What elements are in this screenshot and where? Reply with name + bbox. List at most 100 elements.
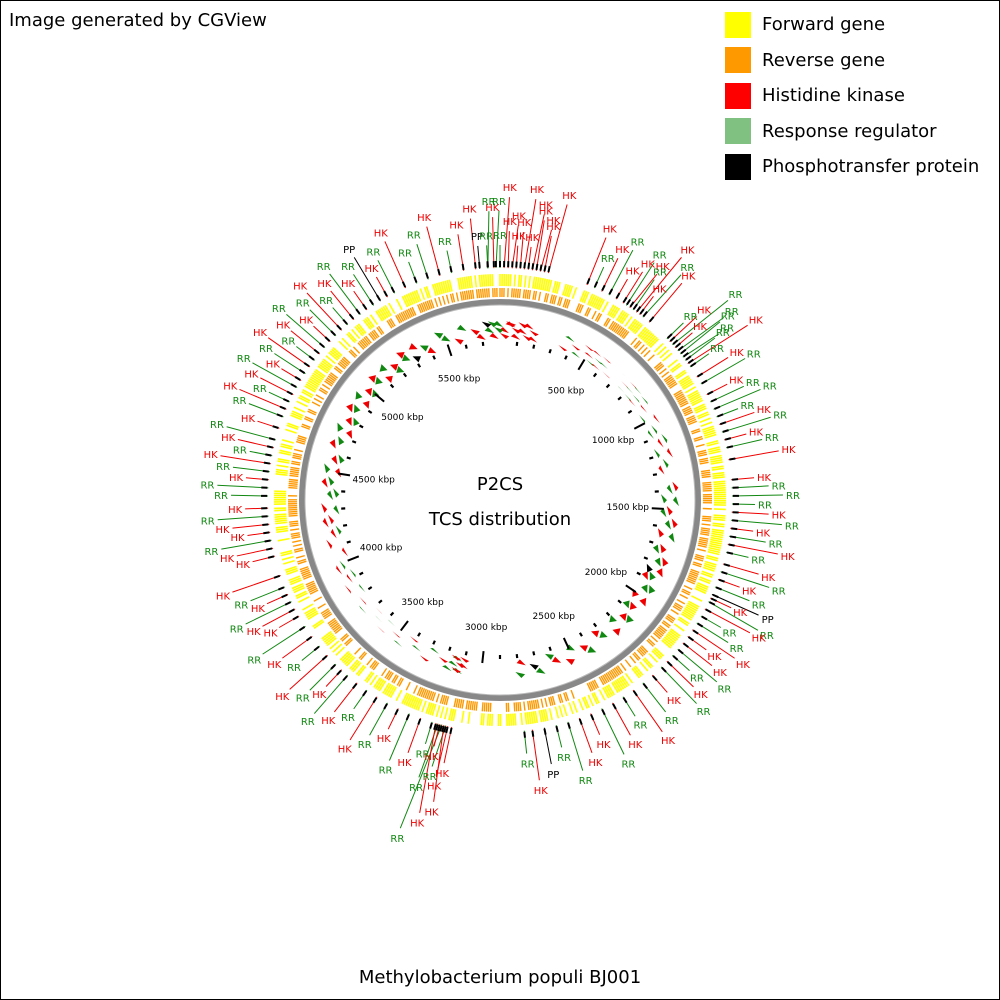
reverse-gene-mark (309, 589, 319, 595)
forward-gene-mark (285, 567, 298, 574)
tcs-marker (262, 469, 269, 473)
forward-gene-mark (634, 665, 644, 676)
tcs-marker (626, 299, 632, 306)
tcs-marker (690, 362, 697, 368)
scale-tick-minor (464, 344, 468, 349)
forward-gene-mark (362, 319, 372, 330)
tcs-marker (324, 336, 331, 342)
forward-gene-mark (572, 700, 578, 713)
reverse-gene-mark (288, 514, 298, 517)
forward-gene-mark (554, 281, 559, 294)
forward-gene-mark (695, 407, 707, 414)
reverse-gene-mark (690, 568, 700, 574)
feature-label: RR (557, 753, 571, 764)
reverse-gene-mark (694, 555, 704, 560)
feature-label: RR (716, 328, 730, 339)
forward-gene-mark (275, 470, 288, 474)
inner-feature-arrow (454, 338, 464, 345)
tcs-marker (435, 724, 439, 731)
reverse-gene-mark (469, 289, 473, 300)
reverse-gene-mark (666, 615, 675, 622)
reverse-gene-mark (689, 570, 699, 576)
reverse-gene-mark (564, 691, 570, 701)
forward-gene-mark (332, 347, 343, 357)
reverse-gene-mark (513, 702, 516, 712)
feature-connector (349, 696, 378, 741)
reverse-gene-mark (579, 304, 584, 314)
feature-connector (511, 225, 519, 269)
reverse-gene-mark (600, 675, 607, 685)
feature-label: HK (427, 781, 442, 792)
tcs-marker (342, 675, 348, 682)
forward-gene-mark (712, 474, 725, 477)
reverse-gene-mark (558, 297, 563, 307)
forward-gene-mark (356, 324, 365, 336)
forward-gene-mark (648, 336, 658, 347)
tcs-marker (636, 306, 642, 313)
inner-feature-arrow (632, 394, 640, 403)
inner-feature-arrow (470, 329, 480, 336)
forward-gene-mark (308, 377, 320, 386)
feature-label: RR (492, 197, 506, 208)
reverse-gene-mark (363, 336, 371, 345)
tcs-marker (531, 730, 535, 737)
tcs-marker (710, 398, 718, 403)
forward-gene-mark (277, 458, 290, 462)
forward-gene-mark (395, 298, 403, 311)
feature-label: HK (694, 690, 709, 701)
feature-label: HK (417, 213, 432, 224)
feature-label: HK (228, 505, 243, 516)
reverse-gene-mark (376, 327, 383, 336)
inner-feature-arrow (658, 465, 665, 475)
inner-feature-arrow (441, 335, 451, 342)
forward-gene-mark (346, 333, 356, 344)
reverse-gene-mark (404, 310, 410, 319)
reverse-gene-mark (388, 319, 395, 328)
reverse-gene-mark (611, 322, 618, 332)
feature-connector (286, 313, 326, 349)
reverse-gene-mark (534, 699, 538, 709)
inner-feature-arrow (359, 583, 366, 593)
legend-label-reverse: Reverse gene (762, 49, 886, 71)
reverse-gene-mark (640, 347, 648, 355)
forward-gene-mark (275, 521, 288, 525)
reverse-gene-mark (321, 383, 331, 390)
tcs-marker (547, 266, 551, 273)
reverse-gene-mark (591, 680, 598, 690)
feature-label: HK (652, 284, 667, 295)
feature-label: HK (312, 690, 327, 701)
inner-feature-arrow (621, 381, 629, 389)
tcs-marker-ring (261, 261, 739, 738)
forward-gene-mark (355, 664, 365, 676)
tcs-marker (719, 421, 727, 426)
forward-gene-mark (594, 297, 602, 309)
forward-gene-mark (661, 639, 672, 649)
forward-gene-mark (304, 606, 316, 615)
feature-label: RR (358, 740, 372, 751)
reverse-gene-mark (342, 356, 351, 364)
feature-label: HK (244, 369, 259, 380)
feature-label: HK (266, 360, 281, 371)
forward-gene-mark (674, 369, 686, 378)
forward-gene-mark (276, 464, 289, 468)
forward-gene-mark (709, 542, 722, 547)
tcs-marker (652, 675, 658, 682)
forward-gene-mark (704, 433, 717, 439)
feature-label: HK (462, 205, 477, 216)
forward-gene-mark (369, 314, 379, 326)
inner-feature-arrow (327, 490, 334, 501)
reverse-gene-mark (313, 397, 323, 404)
forward-gene-mark (618, 677, 627, 689)
feature-connector (239, 388, 287, 410)
feature-label: HK (231, 533, 246, 544)
forward-gene-mark (544, 278, 549, 291)
reverse-gene-mark (532, 700, 536, 710)
forward-gene-mark (341, 337, 352, 348)
reverse-gene-mark (522, 289, 526, 299)
forward-gene-mark (707, 550, 720, 556)
forward-gene-mark (700, 572, 713, 579)
inner-feature-arrow (396, 366, 405, 373)
inner-feature-arrow (379, 364, 388, 372)
inner-feature-arrow (321, 477, 328, 488)
